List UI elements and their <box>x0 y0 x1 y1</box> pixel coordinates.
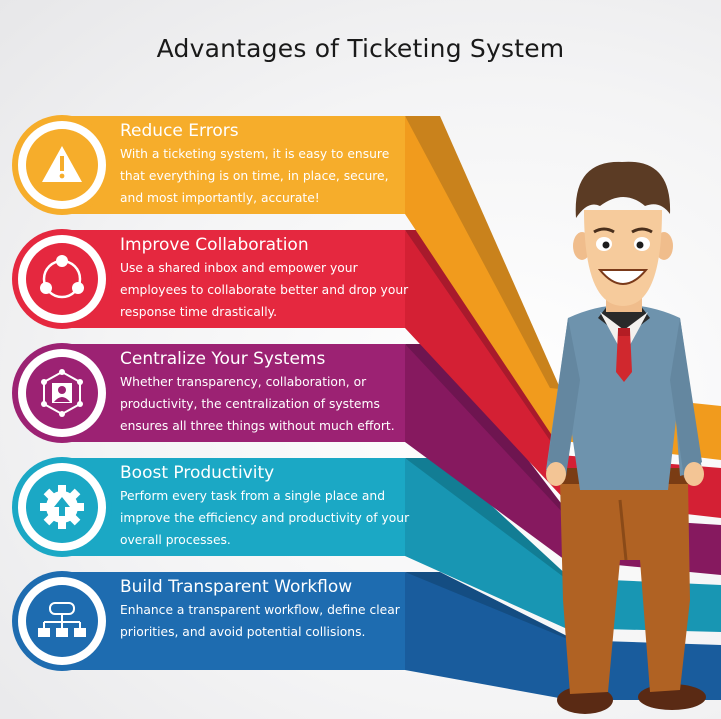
warning-icon <box>12 115 112 215</box>
advantage-description: Perform every task from a single place a… <box>120 489 410 547</box>
ribbon-fold-1 <box>405 116 560 406</box>
workflow-chart-icon <box>12 571 112 671</box>
advantage-heading: Improve Collaboration <box>120 235 309 255</box>
advantage-panel-boost-productivity: Boost Productivity Perform every task fr… <box>120 462 410 551</box>
collaboration-network-icon <box>12 229 112 329</box>
advantage-heading: Reduce Errors <box>120 121 239 141</box>
ribbon-5 <box>405 572 721 700</box>
advantage-panel-improve-collaboration: Improve Collaboration Use a shared inbox… <box>120 234 410 323</box>
advantage-panel-reduce-errors: Reduce Errors With a ticketing system, i… <box>120 120 410 209</box>
centralized-user-icon <box>12 343 112 443</box>
advantage-heading: Build Transparent Workflow <box>120 577 353 597</box>
advantage-heading: Centralize Your Systems <box>120 349 326 369</box>
gear-upload-icon <box>12 457 112 557</box>
panel-bg-3 <box>60 344 405 442</box>
advantage-description: Enhance a transparent workflow, define c… <box>120 603 400 639</box>
ribbon-4 <box>405 458 721 632</box>
cartoon-man-illustration <box>546 161 706 714</box>
panel-bg-2 <box>60 230 405 328</box>
panel-bg-5 <box>60 572 405 670</box>
advantage-description: Use a shared inbox and empower your empl… <box>120 261 409 319</box>
advantage-heading: Boost Productivity <box>120 463 275 483</box>
advantage-panel-centralize-systems: Centralize Your Systems Whether transpar… <box>120 348 410 437</box>
page-title: Advantages of Ticketing System <box>156 34 565 63</box>
advantage-description: With a ticketing system, it is easy to e… <box>120 147 390 205</box>
advantage-description: Whether transparency, collaboration, or … <box>120 375 395 433</box>
panel-bg-4 <box>60 458 405 556</box>
advantage-panel-transparent-workflow: Build Transparent Workflow Enhance a tra… <box>120 576 410 643</box>
panel-bg-1 <box>60 116 405 214</box>
